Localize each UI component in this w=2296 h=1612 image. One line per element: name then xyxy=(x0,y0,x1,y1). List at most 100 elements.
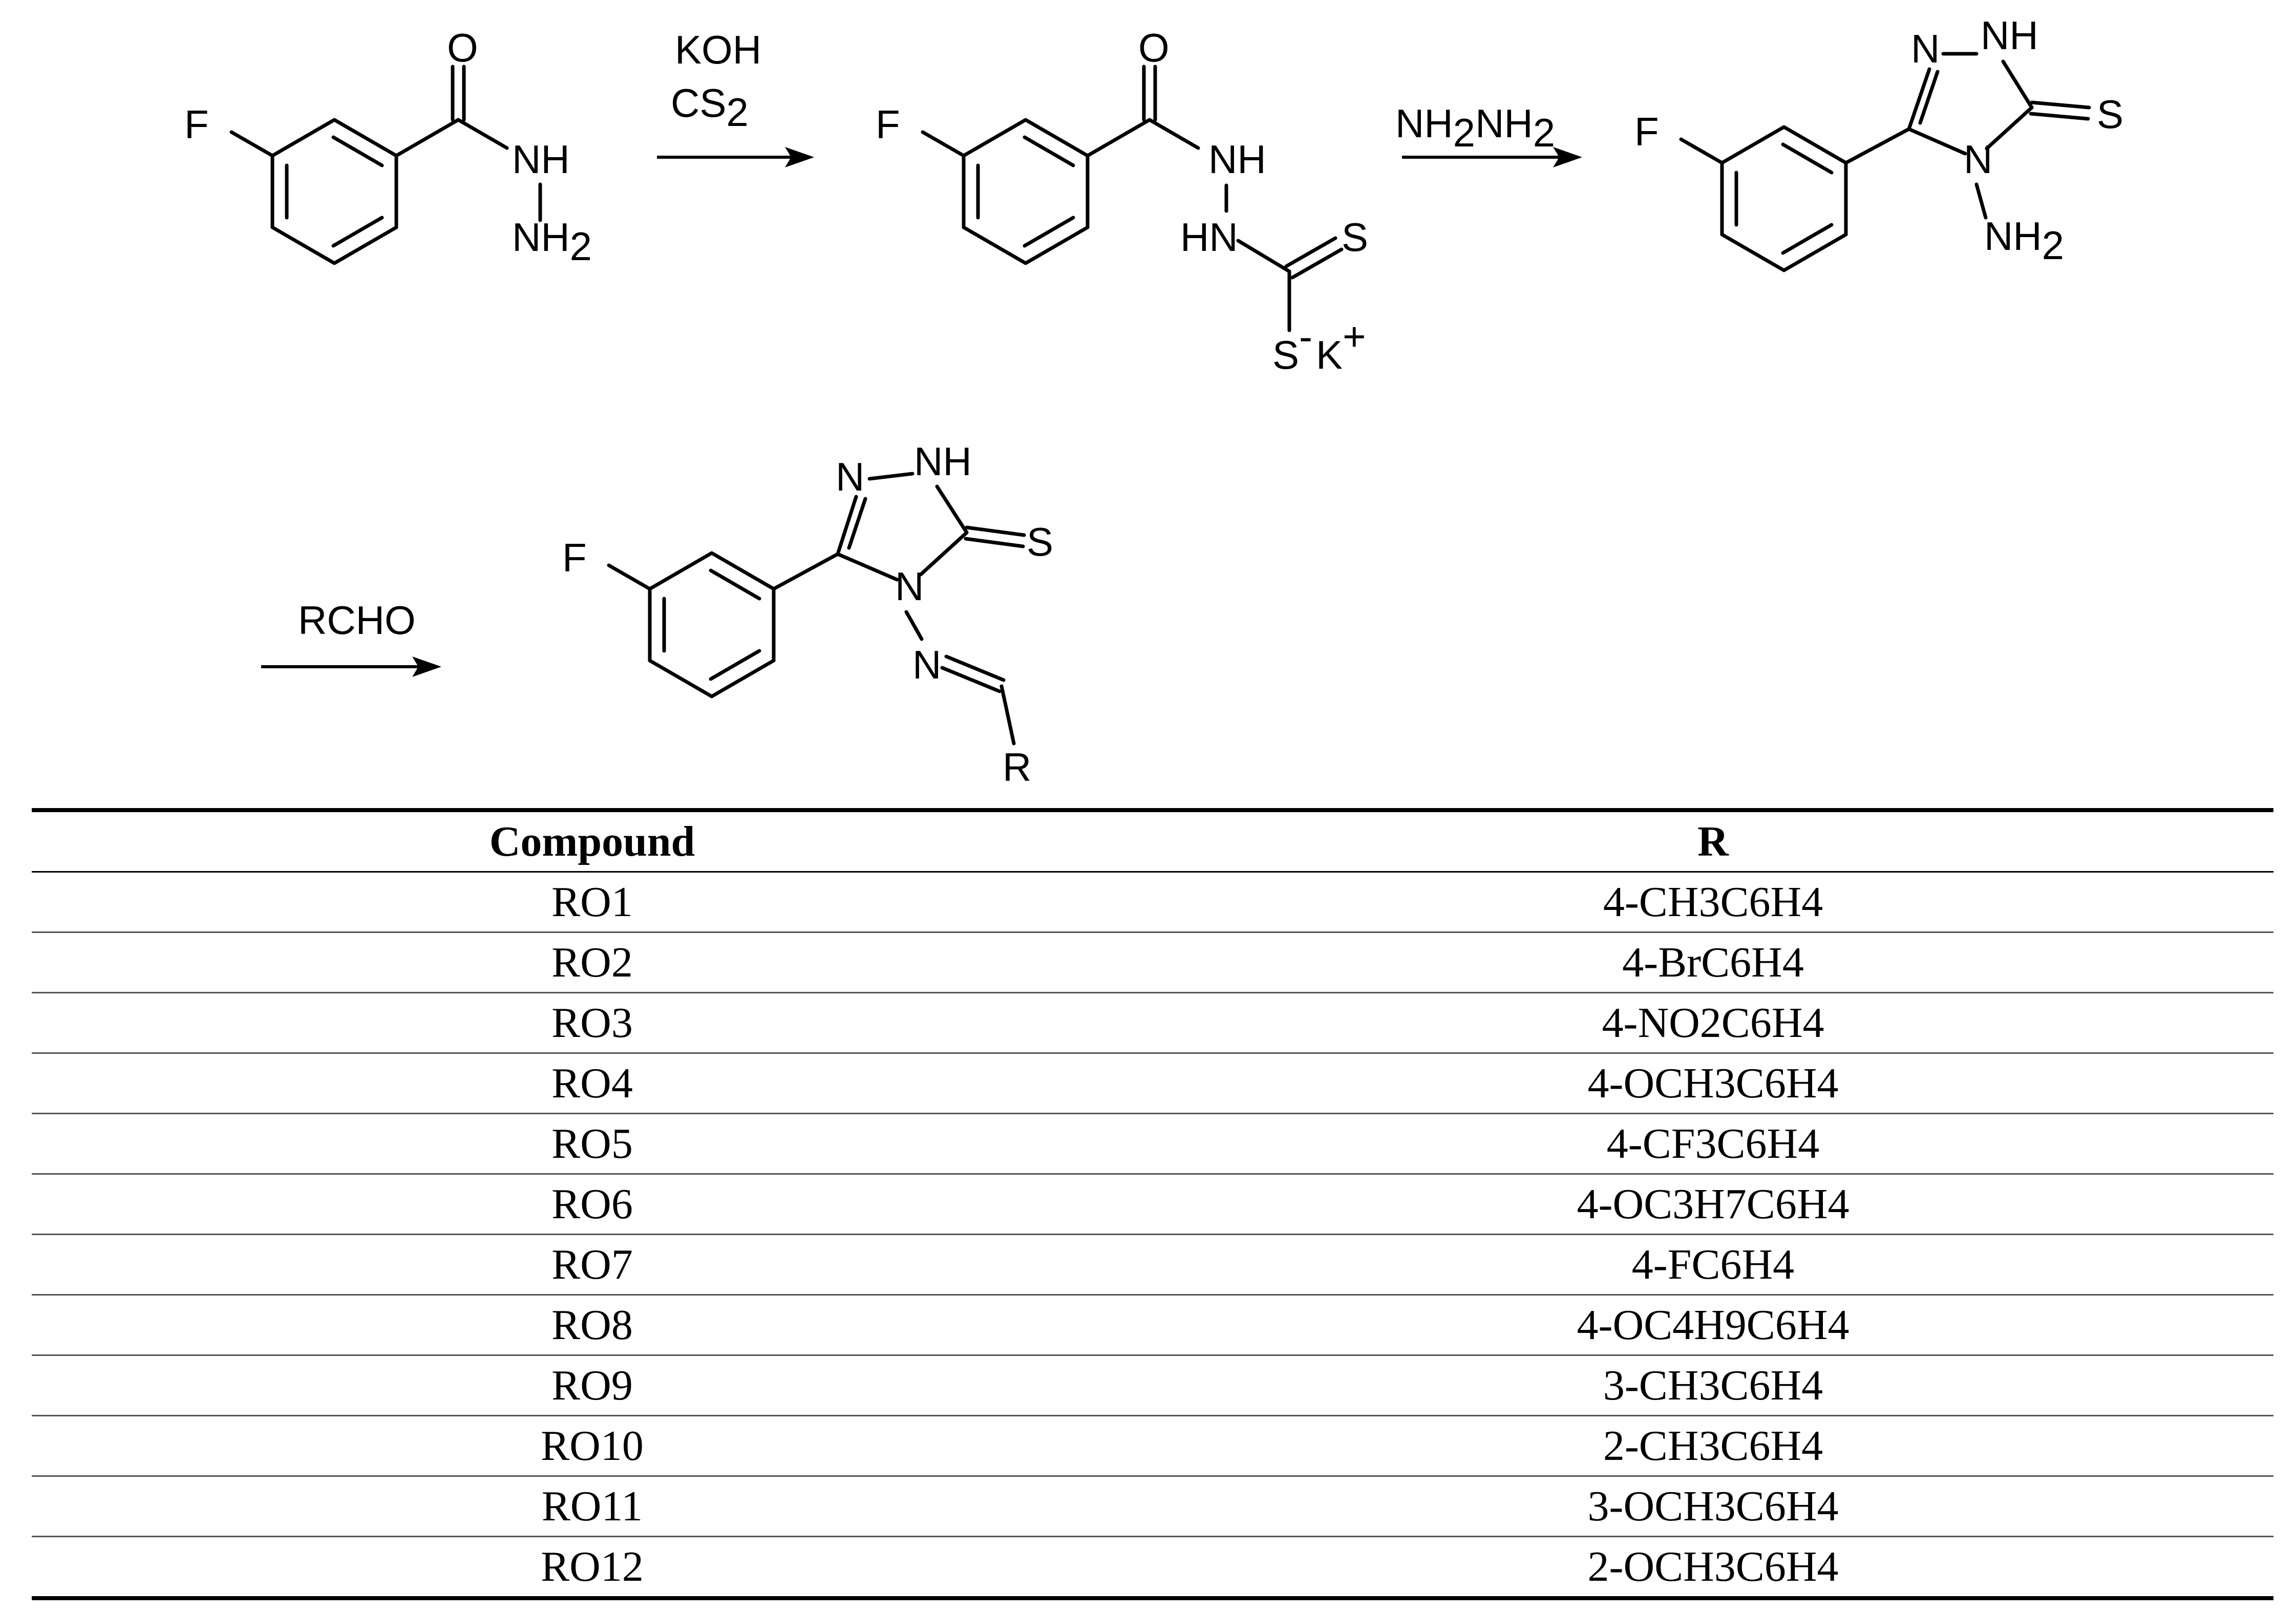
atom-s-4: S xyxy=(1027,519,1053,564)
cell-compound: RO10 xyxy=(32,1415,1153,1477)
atom-o-2: O xyxy=(1138,25,1170,70)
atom-f-2: F xyxy=(876,102,900,147)
cell-r: 2-OCH3C6H4 xyxy=(1153,1536,2273,1600)
atom-r-4: R xyxy=(1003,745,1031,790)
bond-c-n-1 xyxy=(456,118,509,150)
atom-f-1: F xyxy=(184,102,209,147)
bond-ring-f-3 xyxy=(1679,137,1724,165)
benzene-ring-3 xyxy=(1720,125,1848,272)
atom-nh2-1: NH2 xyxy=(512,215,592,269)
cell-compound: RO9 xyxy=(32,1355,1153,1416)
benzene-ring-2 xyxy=(962,118,1090,265)
atom-hn-2: HN xyxy=(1180,215,1238,260)
cell-r: 4-CH3C6H4 xyxy=(1153,872,2273,933)
benzene-ring-4-inner-bonds xyxy=(662,568,761,681)
table-row: RO9 3-CH3C6H4 xyxy=(32,1355,2273,1416)
cell-r: 4-FC6H4 xyxy=(1153,1234,2273,1296)
bond-n-n-imine-4 xyxy=(904,610,924,641)
triazole-c5-n1-double-4 xyxy=(836,495,867,556)
header-compound: Compound xyxy=(32,808,1153,873)
cell-r: 4-NO2C6H4 xyxy=(1153,992,2273,1054)
cell-r: 4-CF3C6H4 xyxy=(1153,1113,2273,1175)
compound-dithiocarbazate: F O NH HN S S- K+ xyxy=(876,25,1368,377)
reaction-scheme: F O NH NH2 KOH CS2 F O NH HN S S- K+ N xyxy=(184,13,2123,790)
cell-r: 4-OC4H9C6H4 xyxy=(1153,1295,2273,1356)
cell-compound: RO12 xyxy=(32,1536,1153,1600)
atom-f-3: F xyxy=(1634,109,1659,154)
bond-ring-f-2 xyxy=(921,130,966,158)
table-row: RO8 4-OC4H9C6H4 xyxy=(32,1295,2273,1356)
benzene-ring-4 xyxy=(648,551,776,698)
reagent-koh: KOH xyxy=(675,27,761,72)
benzene-ring-1 xyxy=(270,118,398,265)
cell-compound: RO4 xyxy=(32,1053,1153,1114)
triazole-c3-n4-3 xyxy=(1985,105,2034,151)
reagent-cs2: CS2 xyxy=(671,80,749,135)
table-row: RO4 4-OCH3C6H4 xyxy=(32,1053,2273,1114)
benzene-ring-2-inner-bonds xyxy=(976,135,1075,248)
atom-n4-4: N xyxy=(895,564,924,609)
atom-o-1: O xyxy=(447,25,478,70)
compound-schiff-base-product: F N NH S N N R xyxy=(562,439,1053,790)
bond-c-n-2 xyxy=(1147,118,1200,150)
bond-c-o-double-1 xyxy=(451,65,466,122)
table-row: RO7 4-FC6H4 xyxy=(32,1234,2273,1296)
cell-compound: RO8 xyxy=(32,1295,1153,1356)
benzene-ring-1-inner-bonds xyxy=(285,135,384,248)
bond-n-ch-double-4 xyxy=(940,654,1006,693)
compound-hydrazide: F O NH NH2 xyxy=(184,25,592,269)
atom-nh-4: NH xyxy=(914,439,972,484)
cell-r: 4-OC3H7C6H4 xyxy=(1153,1174,2273,1235)
bond-ring-carbonyl-2 xyxy=(1086,118,1152,158)
bond-c-s-double-2 xyxy=(1284,236,1344,280)
atom-f-4: F xyxy=(562,535,587,580)
table-row: RO2 4-BrC6H4 xyxy=(32,932,2273,993)
bond-c-s-double-3 xyxy=(2029,100,2091,121)
cell-compound: RO7 xyxy=(32,1234,1153,1296)
atom-nh-1: NH xyxy=(512,137,570,182)
bond-ch-r-4 xyxy=(1000,684,1016,746)
bond-phenyl-triazole-4 xyxy=(772,552,840,591)
cell-compound: RO3 xyxy=(32,992,1153,1054)
triazole-n2-c3-3 xyxy=(2001,59,2034,110)
cell-compound: RO11 xyxy=(32,1476,1153,1537)
bond-n-nh2-3 xyxy=(1974,182,1988,220)
cell-r: 3-CH3C6H4 xyxy=(1153,1355,2273,1416)
table-row: RO10 2-CH3C6H4 xyxy=(32,1415,2273,1477)
atom-n1-3: N xyxy=(1911,26,1940,71)
table-row: RO1 4-CH3C6H4 xyxy=(32,872,2273,933)
atom-n4-3: N xyxy=(1964,137,1992,182)
triazole-c5-n4-3 xyxy=(1907,127,1967,156)
cell-r: 3-OCH3C6H4 xyxy=(1153,1476,2273,1537)
cell-compound: RO6 xyxy=(32,1174,1153,1235)
bond-n-cs-2 xyxy=(1236,239,1291,273)
bond-c-s-double-4 xyxy=(964,525,1026,548)
triazole-n2-c3-4 xyxy=(935,484,969,535)
atom-n-imine-4: N xyxy=(912,642,941,687)
compound-substituent-table: Compound R RO1 4-CH3C6H4 RO2 4-BrC6H4 RO… xyxy=(32,808,2273,1600)
atom-s-3: S xyxy=(2097,92,2123,137)
atom-s-minus-2: S- xyxy=(1272,314,1312,377)
table-header-row: Compound R xyxy=(32,808,2273,873)
triazole-c5-n1-double-3 xyxy=(1907,67,1940,131)
atom-nh2-3: NH2 xyxy=(1984,214,2064,268)
bond-ring-f-1 xyxy=(229,130,274,158)
bond-c-o-double-2 xyxy=(1142,65,1157,122)
triazole-n1-n2-4 xyxy=(867,472,915,481)
table-row: RO12 2-OCH3C6H4 xyxy=(32,1536,2273,1600)
cell-r: 2-CH3C6H4 xyxy=(1153,1415,2273,1477)
triazole-c5-n4-4 xyxy=(836,552,899,582)
atom-nh-3: NH xyxy=(1981,13,2038,58)
reaction-arrow-3: RCHO xyxy=(261,598,441,677)
table-row: RO3 4-NO2C6H4 xyxy=(32,992,2273,1054)
bond-ring-f-4 xyxy=(607,563,652,591)
header-r: R xyxy=(1153,808,2273,873)
reagent-hydrazine: NH2NH2 xyxy=(1395,101,1555,155)
atom-nh-2: NH xyxy=(1208,137,1266,182)
cell-compound: RO5 xyxy=(32,1113,1153,1175)
reaction-arrow-1: KOH CS2 xyxy=(657,27,814,167)
table-row: RO6 4-OC3H7C6H4 xyxy=(32,1174,2273,1235)
cell-compound: RO2 xyxy=(32,932,1153,993)
atom-n1-4: N xyxy=(836,454,864,499)
table-row: RO5 4-CF3C6H4 xyxy=(32,1113,2273,1175)
